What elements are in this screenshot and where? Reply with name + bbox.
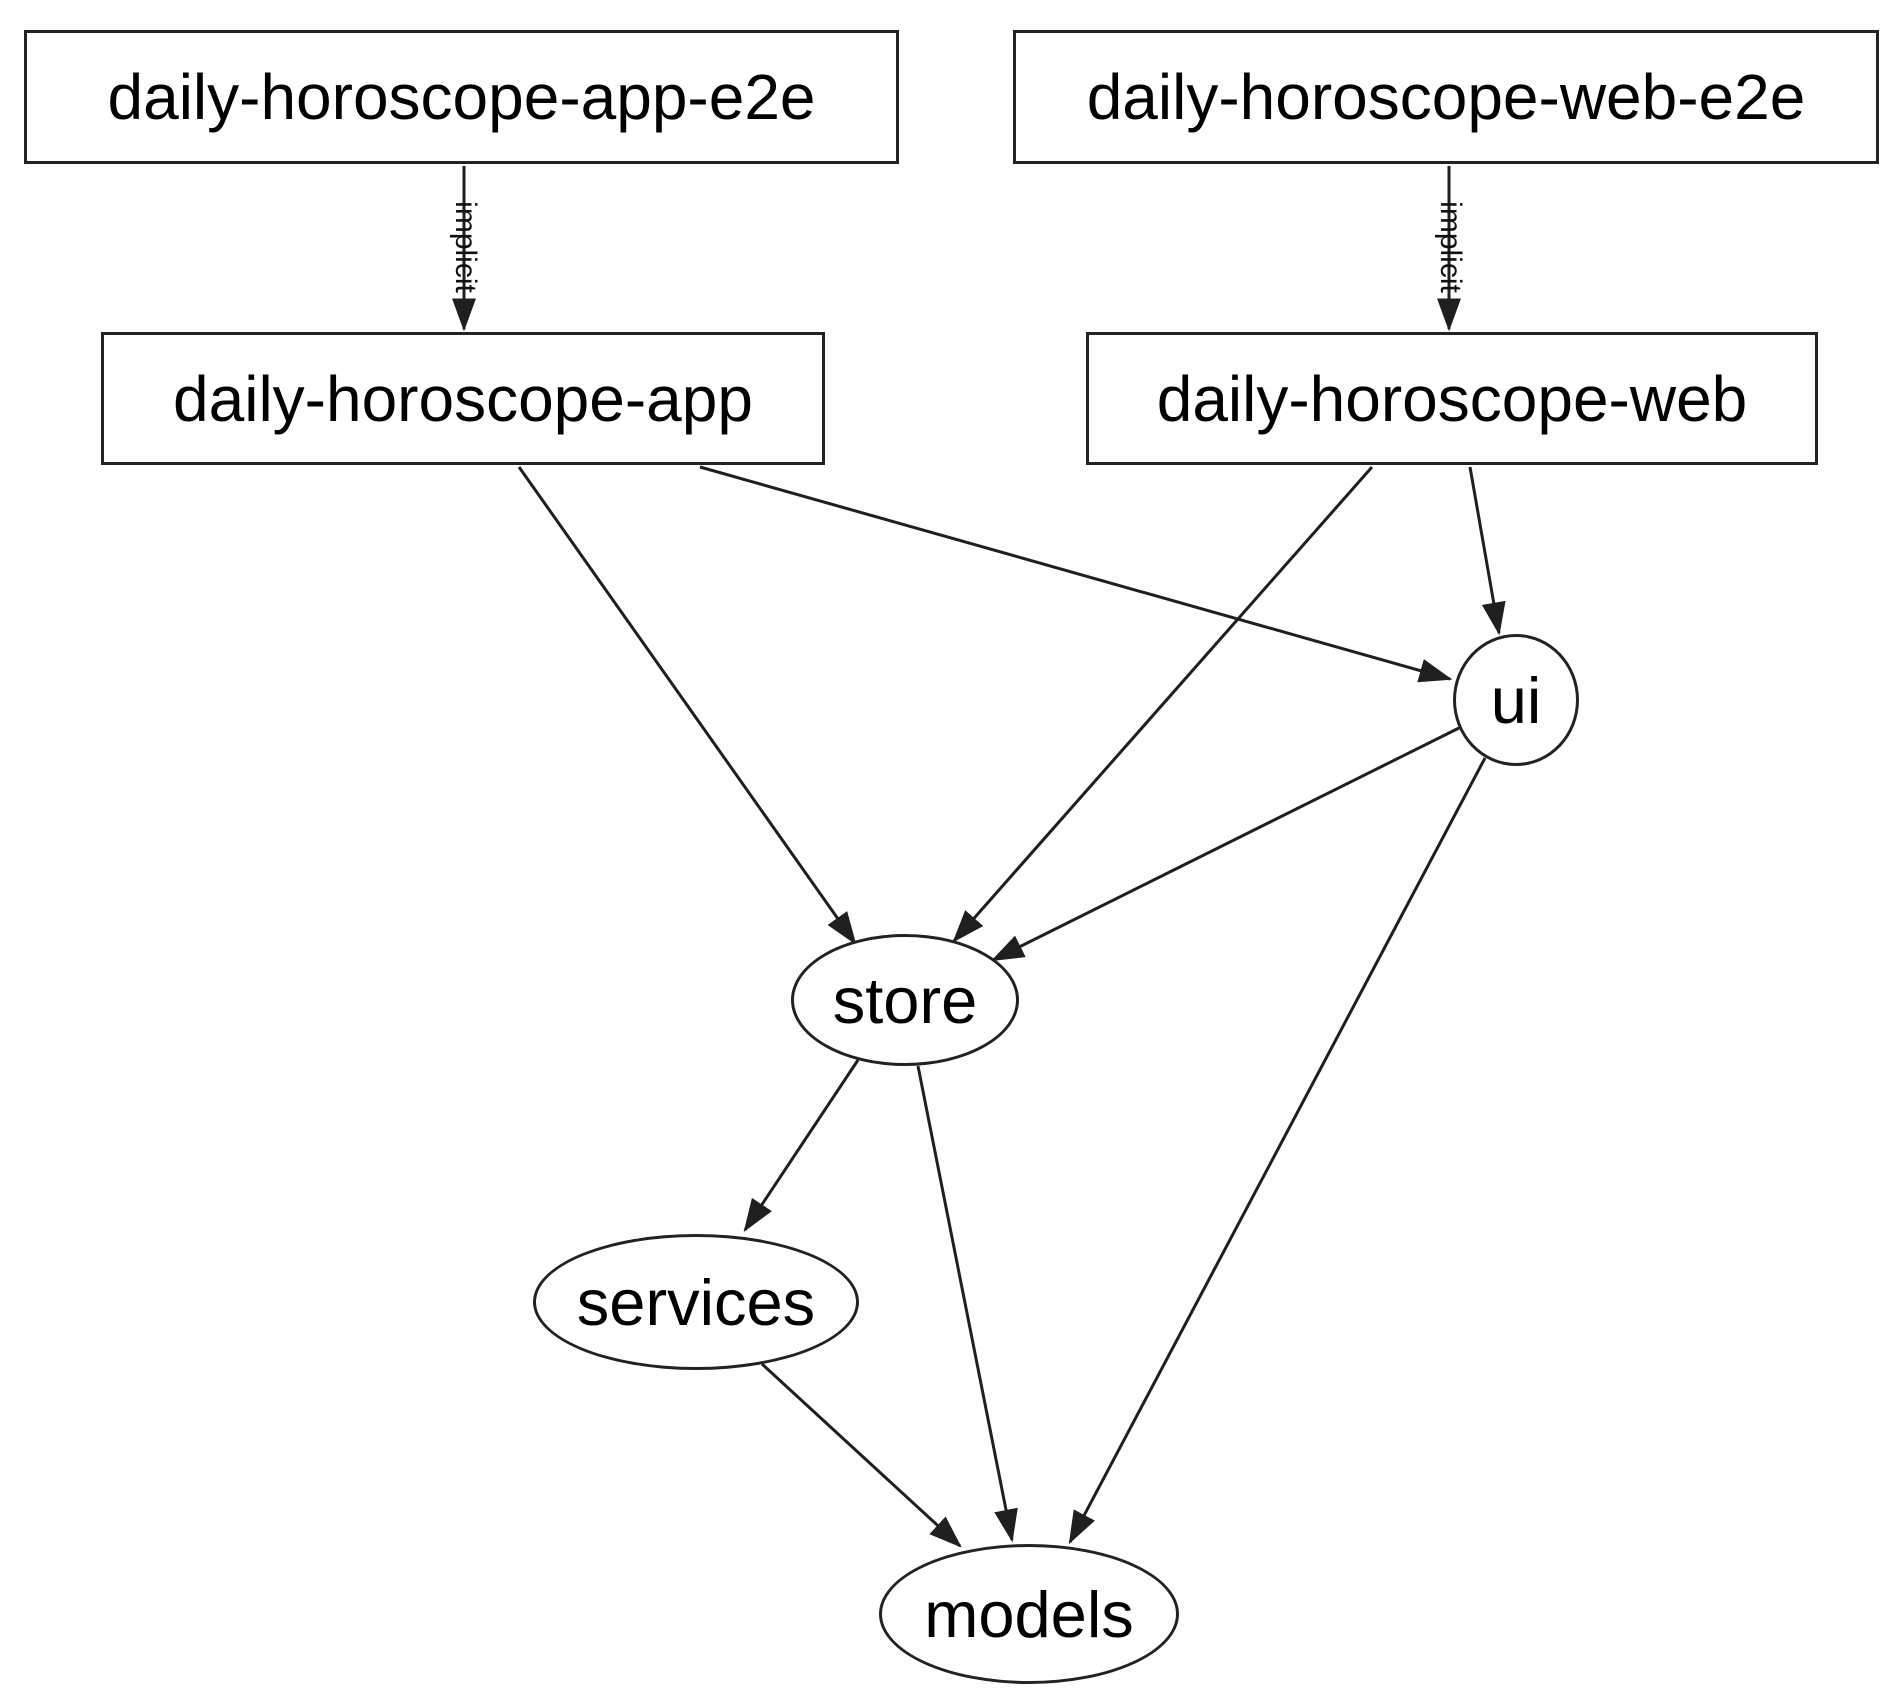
edge-label-implicit-app: implicit [449, 201, 482, 293]
node-store[interactable]: store [791, 934, 1019, 1066]
node-services[interactable]: services [533, 1234, 859, 1370]
node-label: store [832, 963, 978, 1037]
node-daily-horoscope-app[interactable]: daily-horoscope-app [101, 332, 825, 465]
node-label: daily-horoscope-web-e2e [1086, 61, 1806, 133]
edge-web-to-ui [1468, 466, 1506, 636]
node-label: models [924, 1577, 1134, 1651]
edge-ui-to-store [990, 726, 1460, 962]
node-label: daily-horoscope-app-e2e [107, 61, 816, 133]
node-daily-horoscope-app-e2e[interactable]: daily-horoscope-app-e2e [24, 30, 899, 164]
node-daily-horoscope-web[interactable]: daily-horoscope-web [1086, 332, 1818, 465]
node-daily-horoscope-web-e2e[interactable]: daily-horoscope-web-e2e [1013, 30, 1879, 164]
node-models[interactable]: models [879, 1544, 1179, 1684]
edge-ui-to-models [1068, 757, 1487, 1545]
edge-web-to-store [952, 466, 1374, 943]
node-label: ui [1490, 663, 1542, 737]
node-label: daily-horoscope-web [1156, 362, 1748, 435]
node-ui[interactable]: ui [1453, 634, 1579, 766]
edge-app-to-store [517, 466, 857, 945]
edge-store-to-models [916, 1065, 1018, 1543]
edge-label-implicit-web: implicit [1434, 201, 1467, 293]
edge-app-to-ui [699, 465, 1453, 683]
edge-store-to-services [743, 1059, 860, 1232]
node-label: daily-horoscope-app [173, 362, 753, 435]
node-label: services [576, 1265, 816, 1339]
edge-services-to-models [760, 1362, 962, 1548]
